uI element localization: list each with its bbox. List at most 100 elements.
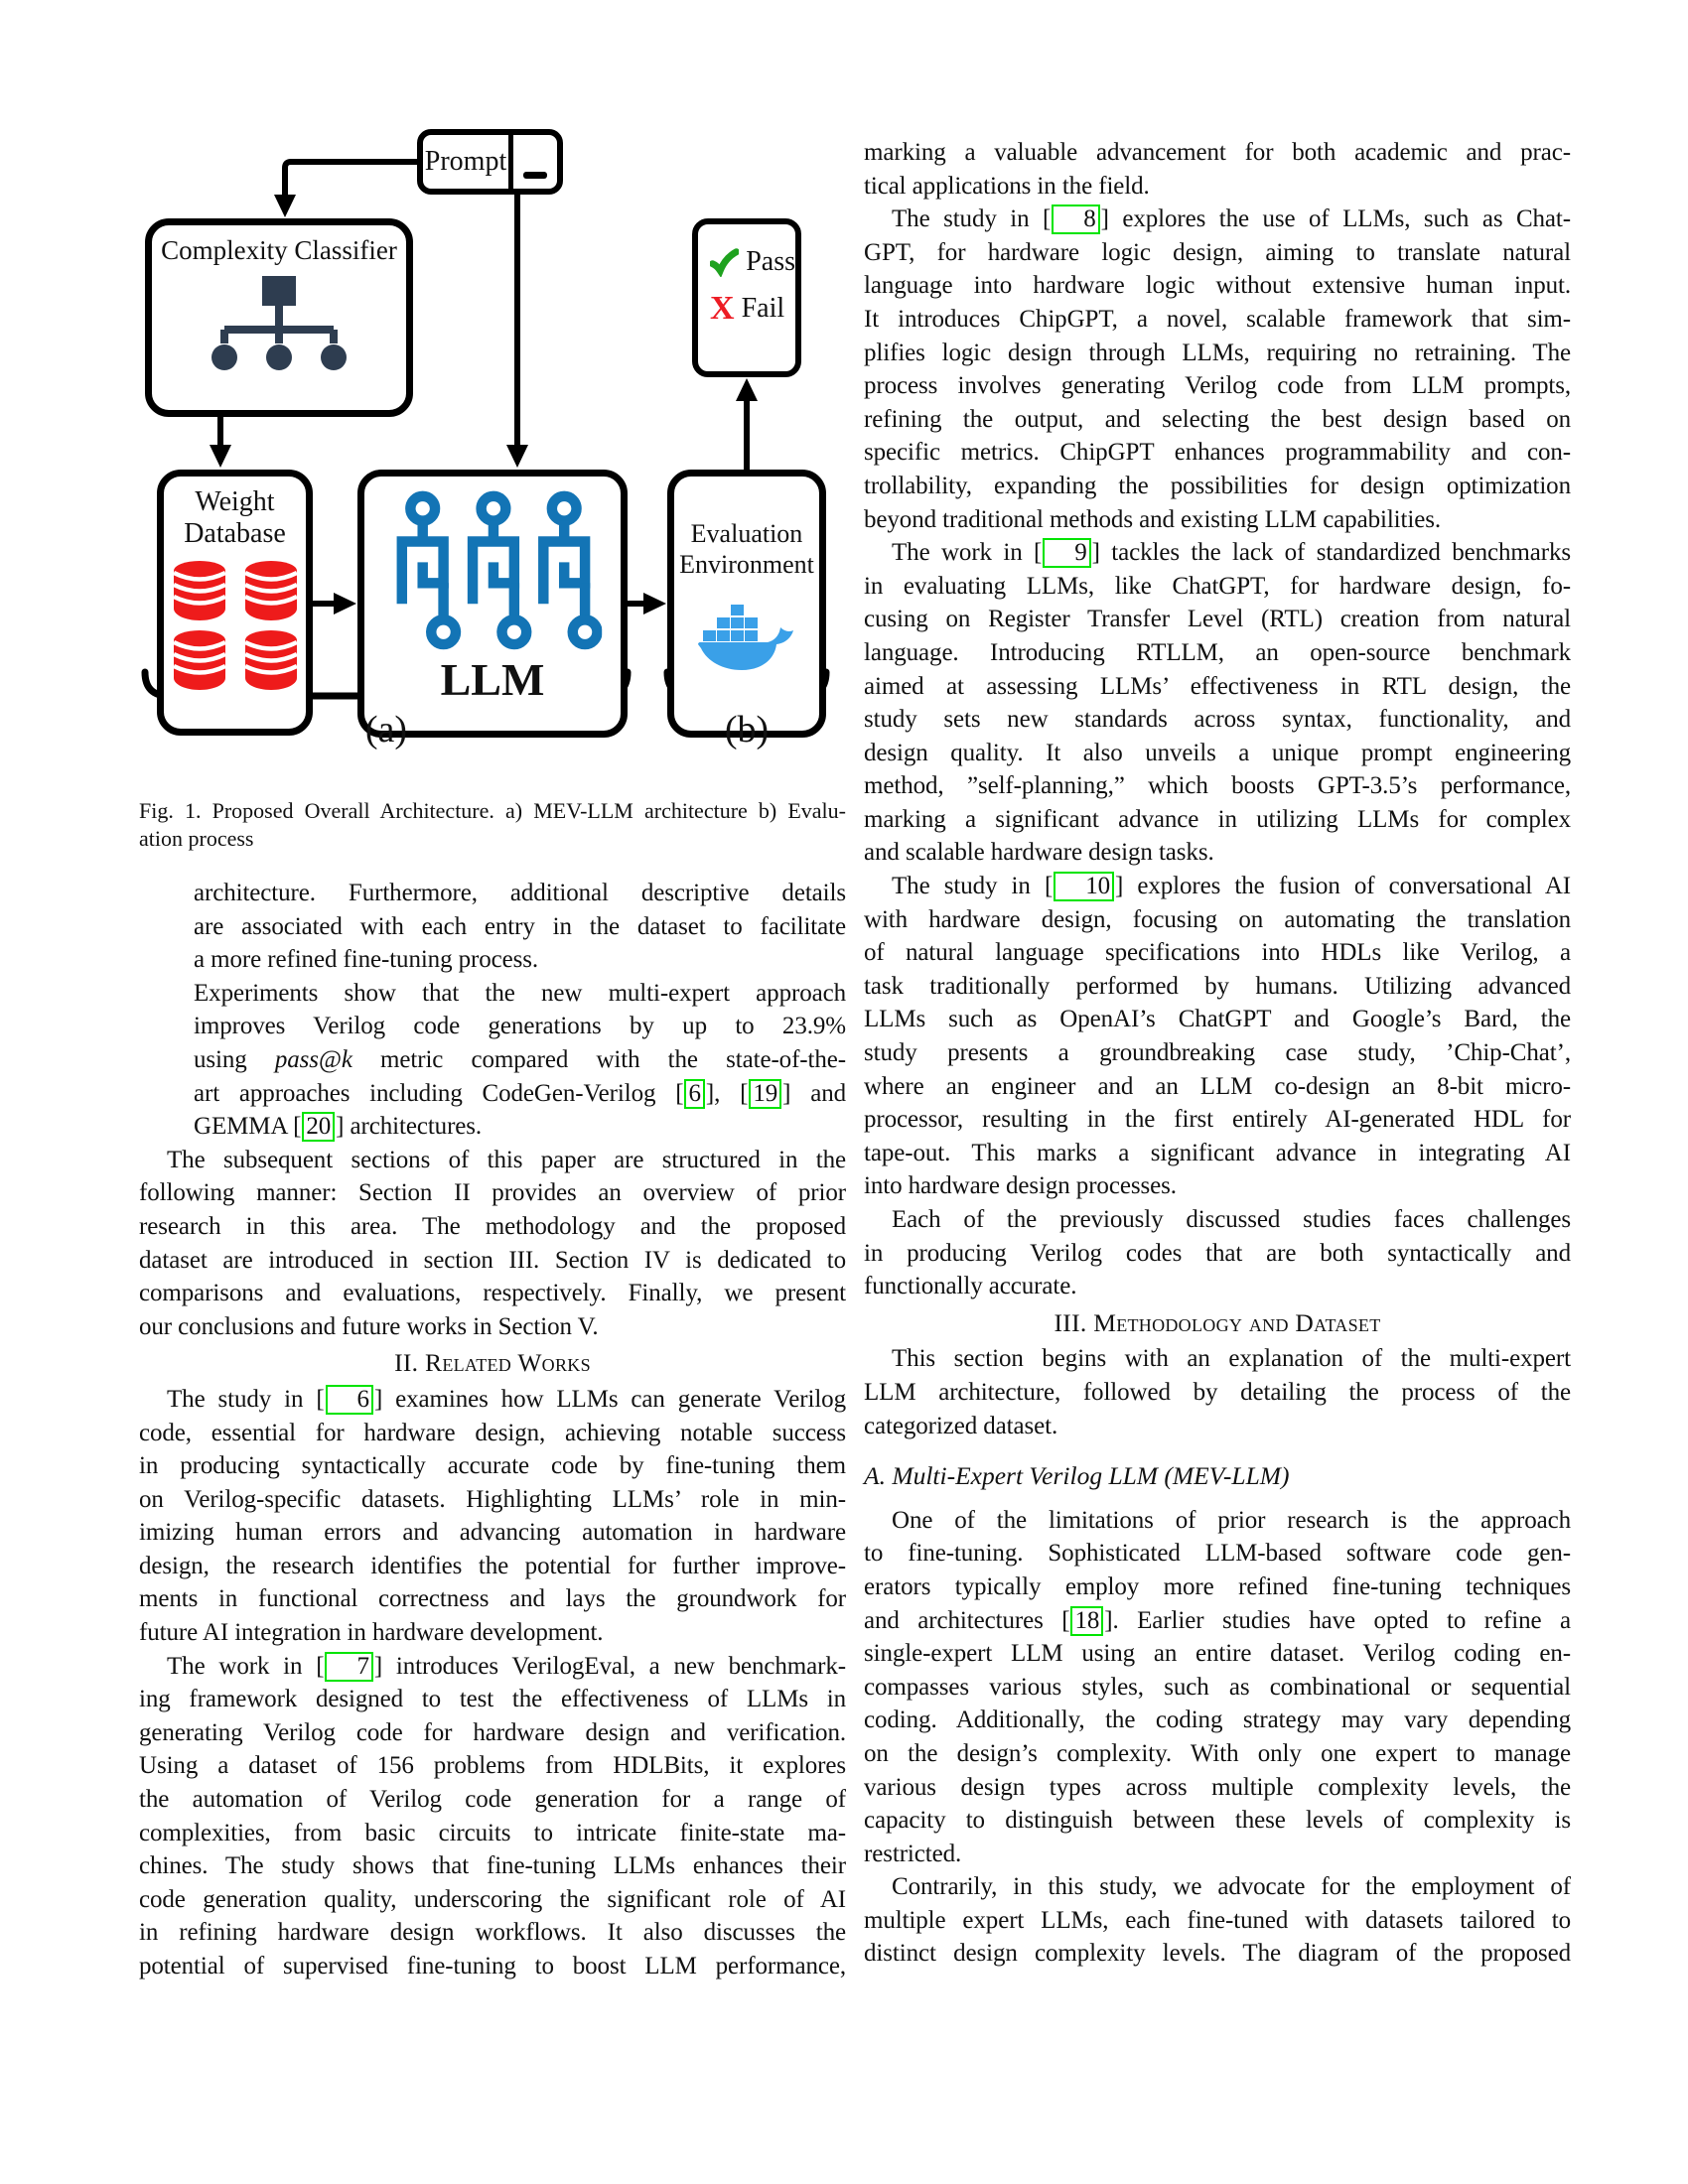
citation-link[interactable]: 18 bbox=[1070, 1605, 1104, 1636]
database-cylinder-icon bbox=[172, 630, 226, 690]
citation-link[interactable]: 8 bbox=[1052, 205, 1100, 235]
text-line: chines. The study shows that fine-tuning… bbox=[139, 1852, 846, 1880]
text-line: code generation quality, underscoring th… bbox=[139, 1885, 846, 1913]
text-line: The work in [7] introduces VerilogEval, … bbox=[167, 1651, 846, 1682]
text-line: in producing Verilog codes that are both… bbox=[864, 1239, 1571, 1267]
text-line: into hardware design processes. bbox=[864, 1172, 1177, 1200]
text-line: The work in [9] tackles the lack of stan… bbox=[892, 538, 1571, 569]
prompt-label: Prompt bbox=[424, 146, 507, 177]
text-line: where an engineer and an LLM co-design a… bbox=[864, 1072, 1571, 1100]
text-line: functionally accurate. bbox=[864, 1273, 1077, 1300]
prompt-node: Prompt bbox=[417, 129, 563, 195]
citation-link[interactable]: 6 bbox=[325, 1384, 373, 1415]
arrow-prompt-to-classifier bbox=[282, 159, 417, 197]
weight-database-node: Weight Database bbox=[157, 470, 313, 736]
eval-label-line2: Environment bbox=[679, 550, 814, 579]
text-line: single-expert LLM using an entire datase… bbox=[864, 1640, 1571, 1668]
section-heading: III. Methodology and Dataset bbox=[1054, 1307, 1381, 1337]
pass-label: Pass bbox=[746, 246, 795, 277]
classifier-label: Complexity Classifier bbox=[161, 235, 397, 265]
citation-link[interactable]: 9 bbox=[1043, 538, 1091, 569]
text-line: on Verilog-specific datasets. Highlighti… bbox=[139, 1485, 846, 1513]
text-line: Using a dataset of 156 problems from HDL… bbox=[139, 1752, 846, 1780]
paragraph: Each of the previously discussed studies… bbox=[864, 1203, 1571, 1303]
citation-link[interactable]: 19 bbox=[749, 1078, 782, 1109]
text-line: compasses various styles, such as combin… bbox=[864, 1673, 1571, 1701]
text-line: categorized dataset. bbox=[864, 1412, 1058, 1439]
text-line: architecture. Furthermore, additional de… bbox=[194, 880, 846, 906]
text-line: research in this area. The methodology a… bbox=[139, 1212, 846, 1240]
text-line: The study in [6] examines how LLMs can g… bbox=[167, 1384, 846, 1415]
text-line: generating Verilog code for hardware des… bbox=[139, 1718, 846, 1746]
database-cylinder-icon bbox=[172, 561, 226, 620]
circuit-chip-icon bbox=[396, 490, 603, 650]
text-line: of natural language specifications into … bbox=[864, 939, 1571, 967]
text-line: LLM architecture, followed by detailing … bbox=[864, 1378, 1571, 1406]
complexity-classifier-node: Complexity Classifier bbox=[145, 218, 413, 417]
text-line: The study in [10] explores the fusion of… bbox=[892, 872, 1571, 902]
text-line: The subsequent sections of this paper ar… bbox=[167, 1146, 846, 1173]
text-line: erators typically employ more refined fi… bbox=[864, 1572, 1571, 1600]
citation-link[interactable]: 7 bbox=[325, 1651, 373, 1682]
underscore-icon bbox=[523, 172, 547, 179]
text-line: The study in [8] explores the use of LLM… bbox=[892, 205, 1571, 235]
paragraph: One of the limitations of prior research… bbox=[864, 1504, 1571, 1871]
text-line: in evaluating LLMs, like ChatGPT, for ha… bbox=[864, 572, 1571, 600]
text-line: design, the research identifies the pote… bbox=[139, 1552, 846, 1579]
text-line: using pass@k metric compared with the st… bbox=[194, 1045, 846, 1073]
text-line: following manner: Section II provides an… bbox=[139, 1179, 846, 1207]
text-line: in producing syntactically accurate code… bbox=[139, 1452, 846, 1480]
figure-caption-line2: ation process bbox=[139, 826, 254, 851]
text-line: dataset are introduced in section III. S… bbox=[139, 1246, 846, 1274]
text-line: are associated with each entry in the da… bbox=[194, 912, 846, 940]
text-line: plifies logic design through LLMs, requi… bbox=[864, 339, 1571, 366]
paragraph: The study in [6] examines how LLMs can g… bbox=[139, 1383, 846, 1650]
left-column: Prompt Complexity Classifier bbox=[139, 94, 846, 1983]
text-line: aimed at assessing LLMs’ effectiveness i… bbox=[864, 672, 1571, 700]
text-line: tape-out. This marks a significant advan… bbox=[864, 1139, 1571, 1166]
bullet-item: •Experiments show that the new multi-exp… bbox=[139, 977, 846, 1144]
text-line: to fine-tuning. Sophisticated LLM-based … bbox=[864, 1540, 1571, 1568]
sublabel-a: (a) bbox=[364, 709, 408, 751]
text-line: marking a valuable advancement for both … bbox=[864, 139, 1571, 166]
citation-link[interactable]: 10 bbox=[1054, 872, 1114, 902]
text-line: Each of the previously discussed studies… bbox=[892, 1206, 1571, 1233]
citation-link[interactable]: 6 bbox=[684, 1078, 705, 1109]
text-line: language. Introducing RTLLM, an open-sou… bbox=[864, 638, 1571, 666]
bullet-item: architecture. Furthermore, additional de… bbox=[139, 877, 846, 977]
section-heading: II. Related Works bbox=[394, 1348, 591, 1378]
citation-link[interactable]: 20 bbox=[302, 1112, 336, 1143]
text-line: processor, resulting in the first entire… bbox=[864, 1106, 1571, 1134]
text-line: marking a significant advance in utilizi… bbox=[864, 805, 1571, 833]
paragraph: The subsequent sections of this paper ar… bbox=[139, 1144, 846, 1344]
text-line: and architectures [18]. Earlier studies … bbox=[864, 1605, 1571, 1636]
text-line: task traditionally performed by humans. … bbox=[864, 972, 1571, 1000]
text-line: refining the output, and selecting the b… bbox=[864, 405, 1571, 433]
paragraph: The work in [7] introduces VerilogEval, … bbox=[139, 1650, 846, 1983]
paragraph: This section begins with an explanation … bbox=[864, 1342, 1571, 1442]
text-line: future AI integration in hardware develo… bbox=[139, 1619, 604, 1647]
subsection-heading: A. Multi-Expert Verilog LLM (MEV-LLM) bbox=[864, 1461, 1290, 1491]
text-line: coding. Additionally, the coding strateg… bbox=[864, 1706, 1571, 1734]
text-line: One of the limitations of prior research… bbox=[892, 1506, 1571, 1534]
text-line: •Experiments show that the new multi-exp… bbox=[194, 979, 846, 1007]
sublabel-b: (b) bbox=[724, 709, 770, 751]
paragraph: The work in [9] tackles the lack of stan… bbox=[864, 536, 1571, 870]
right-column: marking a valuable advancement for both … bbox=[864, 136, 1571, 1971]
text-line: GEMMA [20] architectures. bbox=[194, 1112, 483, 1143]
text-line: with hardware design, focusing on automa… bbox=[864, 905, 1571, 933]
text-line: Contrarily, in this study, we advocate f… bbox=[892, 1873, 1571, 1901]
figure-caption: Fig. 1. Proposed Overall Architecture. a… bbox=[139, 797, 846, 853]
text-line: GPT, for hardware logic design, aiming t… bbox=[864, 238, 1571, 266]
figure-1-diagram: Prompt Complexity Classifier bbox=[139, 94, 846, 791]
text-line: in refining hardware design workflows. I… bbox=[139, 1919, 846, 1947]
text-line: process involves generating Verilog code… bbox=[864, 372, 1571, 400]
right-column-text: marking a valuable advancement for both … bbox=[864, 136, 1571, 1971]
text-line: LLMs such as OpenAI’s ChatGPT and Google… bbox=[864, 1006, 1571, 1033]
text-line: capacity to distinguish between these le… bbox=[864, 1807, 1571, 1835]
text-line: cusing on Register Transfer Level (RTL) … bbox=[864, 606, 1571, 633]
text-line: potential of supervised fine-tuning to b… bbox=[139, 1953, 846, 1979]
text-line: language into hardware logic without ext… bbox=[864, 272, 1571, 300]
left-column-text: architecture. Furthermore, additional de… bbox=[139, 877, 846, 1983]
